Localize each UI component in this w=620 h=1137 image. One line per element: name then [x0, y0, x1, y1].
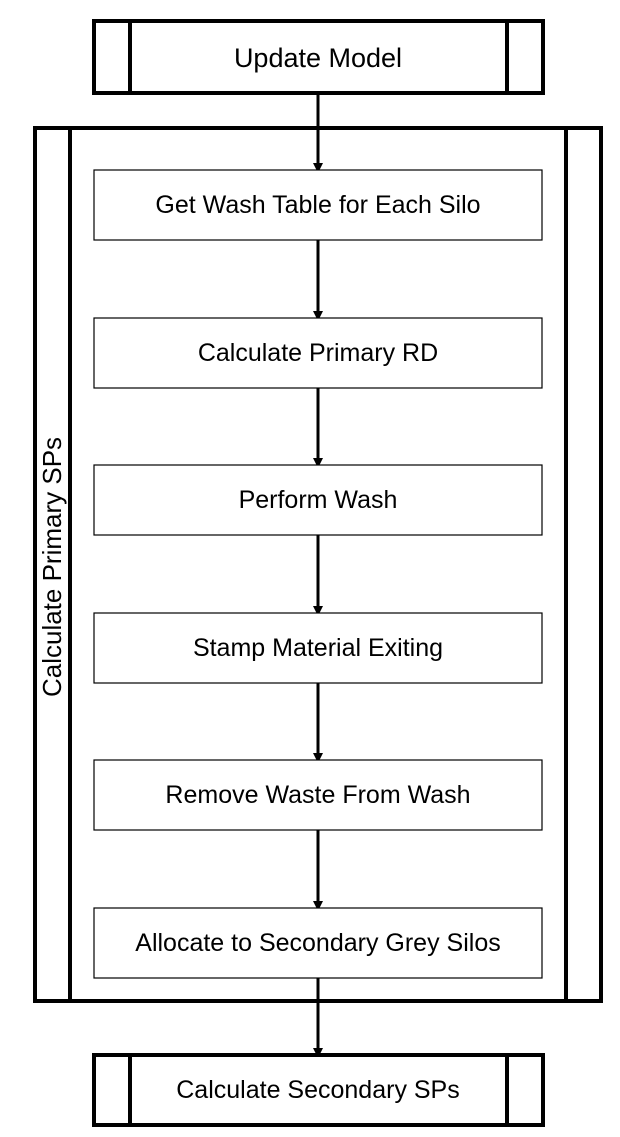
update-model-process: Update Model	[92, 19, 545, 95]
calculate-primary-sps-group: Calculate Primary SPs	[33, 126, 603, 1003]
calculate-primary-sps-label: Calculate Primary SPs	[37, 437, 67, 697]
step-perform-wash: Perform Wash	[93, 464, 543, 536]
step-allocate-secondary-label: Allocate to Secondary Grey Silos	[135, 929, 500, 957]
step-stamp-material-exiting-label: Stamp Material Exiting	[193, 634, 443, 662]
calculate-secondary-sps-process: Calculate Secondary SPs	[92, 1053, 545, 1127]
update-model-label: Update Model	[234, 43, 402, 73]
step-calculate-primary-rd: Calculate Primary RD	[93, 317, 543, 389]
step-remove-waste-label: Remove Waste From Wash	[165, 781, 470, 809]
calculate-secondary-sps-label: Calculate Secondary SPs	[176, 1076, 459, 1104]
step-calculate-primary-rd-label: Calculate Primary RD	[198, 339, 438, 367]
step-perform-wash-label: Perform Wash	[239, 486, 398, 514]
step-get-wash-table-label: Get Wash Table for Each Silo	[155, 191, 480, 219]
step-remove-waste: Remove Waste From Wash	[93, 759, 543, 831]
step-allocate-secondary: Allocate to Secondary Grey Silos	[93, 907, 543, 979]
step-stamp-material-exiting: Stamp Material Exiting	[93, 612, 543, 684]
step-get-wash-table: Get Wash Table for Each Silo	[93, 169, 543, 241]
